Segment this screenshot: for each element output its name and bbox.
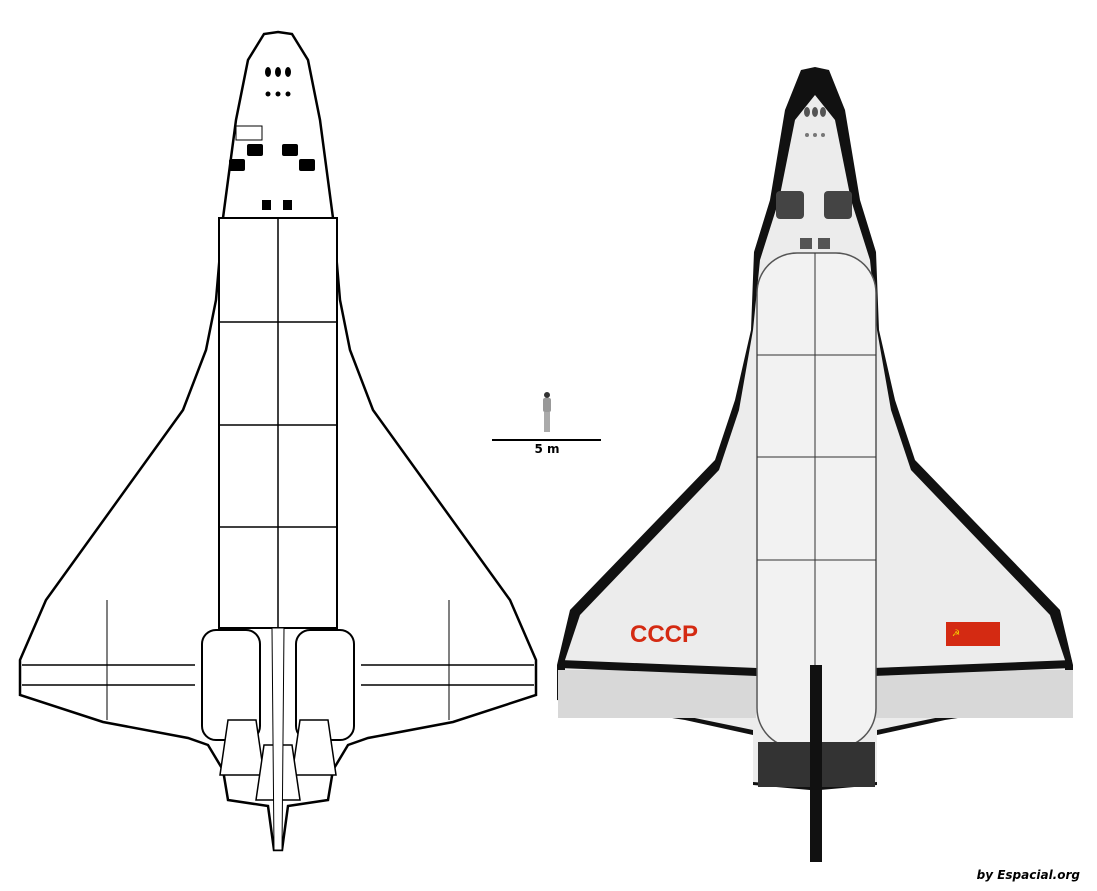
cockpit-window (229, 159, 245, 171)
window (818, 238, 830, 249)
window (283, 200, 292, 210)
elevon-lines (22, 664, 534, 686)
rcs-port (265, 91, 271, 97)
vertical-tail (810, 665, 822, 862)
cockpit-window (776, 191, 804, 219)
soviet-flag-icon: ☭ (946, 622, 1000, 646)
window (800, 238, 812, 249)
cccp-marking: CCCP (630, 621, 698, 648)
vertical-tail (271, 627, 285, 851)
rcs-port (820, 107, 826, 117)
rcs-port (804, 107, 810, 117)
rcs-port (265, 67, 271, 77)
rcs-port (285, 67, 291, 77)
scale-bar (492, 392, 601, 441)
window (262, 200, 271, 210)
cockpit-window (247, 144, 263, 156)
rcs-port (813, 133, 817, 137)
rcs-port (275, 67, 281, 77)
rcs-port (812, 107, 818, 117)
space-shuttle-drawing (18, 30, 538, 852)
main-engine-nozzle (291, 719, 337, 776)
wing-trailing-black (559, 660, 1073, 676)
svg-text:☭: ☭ (952, 629, 960, 639)
hatch (235, 125, 263, 141)
rcs-port (285, 91, 291, 97)
cockpit-window (824, 191, 852, 219)
cockpit-window (282, 144, 298, 156)
main-engine-nozzle (219, 719, 265, 776)
cockpit-window (299, 159, 315, 171)
scale-label: 5 m (534, 442, 560, 456)
left-elevon (558, 670, 756, 718)
rcs-port (805, 133, 809, 137)
buran-drawing (557, 67, 1073, 862)
human-figure-icon (543, 392, 551, 432)
right-elevon (876, 670, 1073, 718)
credit: by Espacial.org (976, 868, 1080, 882)
rcs-port (821, 133, 825, 137)
wing-lines (106, 600, 450, 720)
rcs-port (275, 91, 281, 97)
